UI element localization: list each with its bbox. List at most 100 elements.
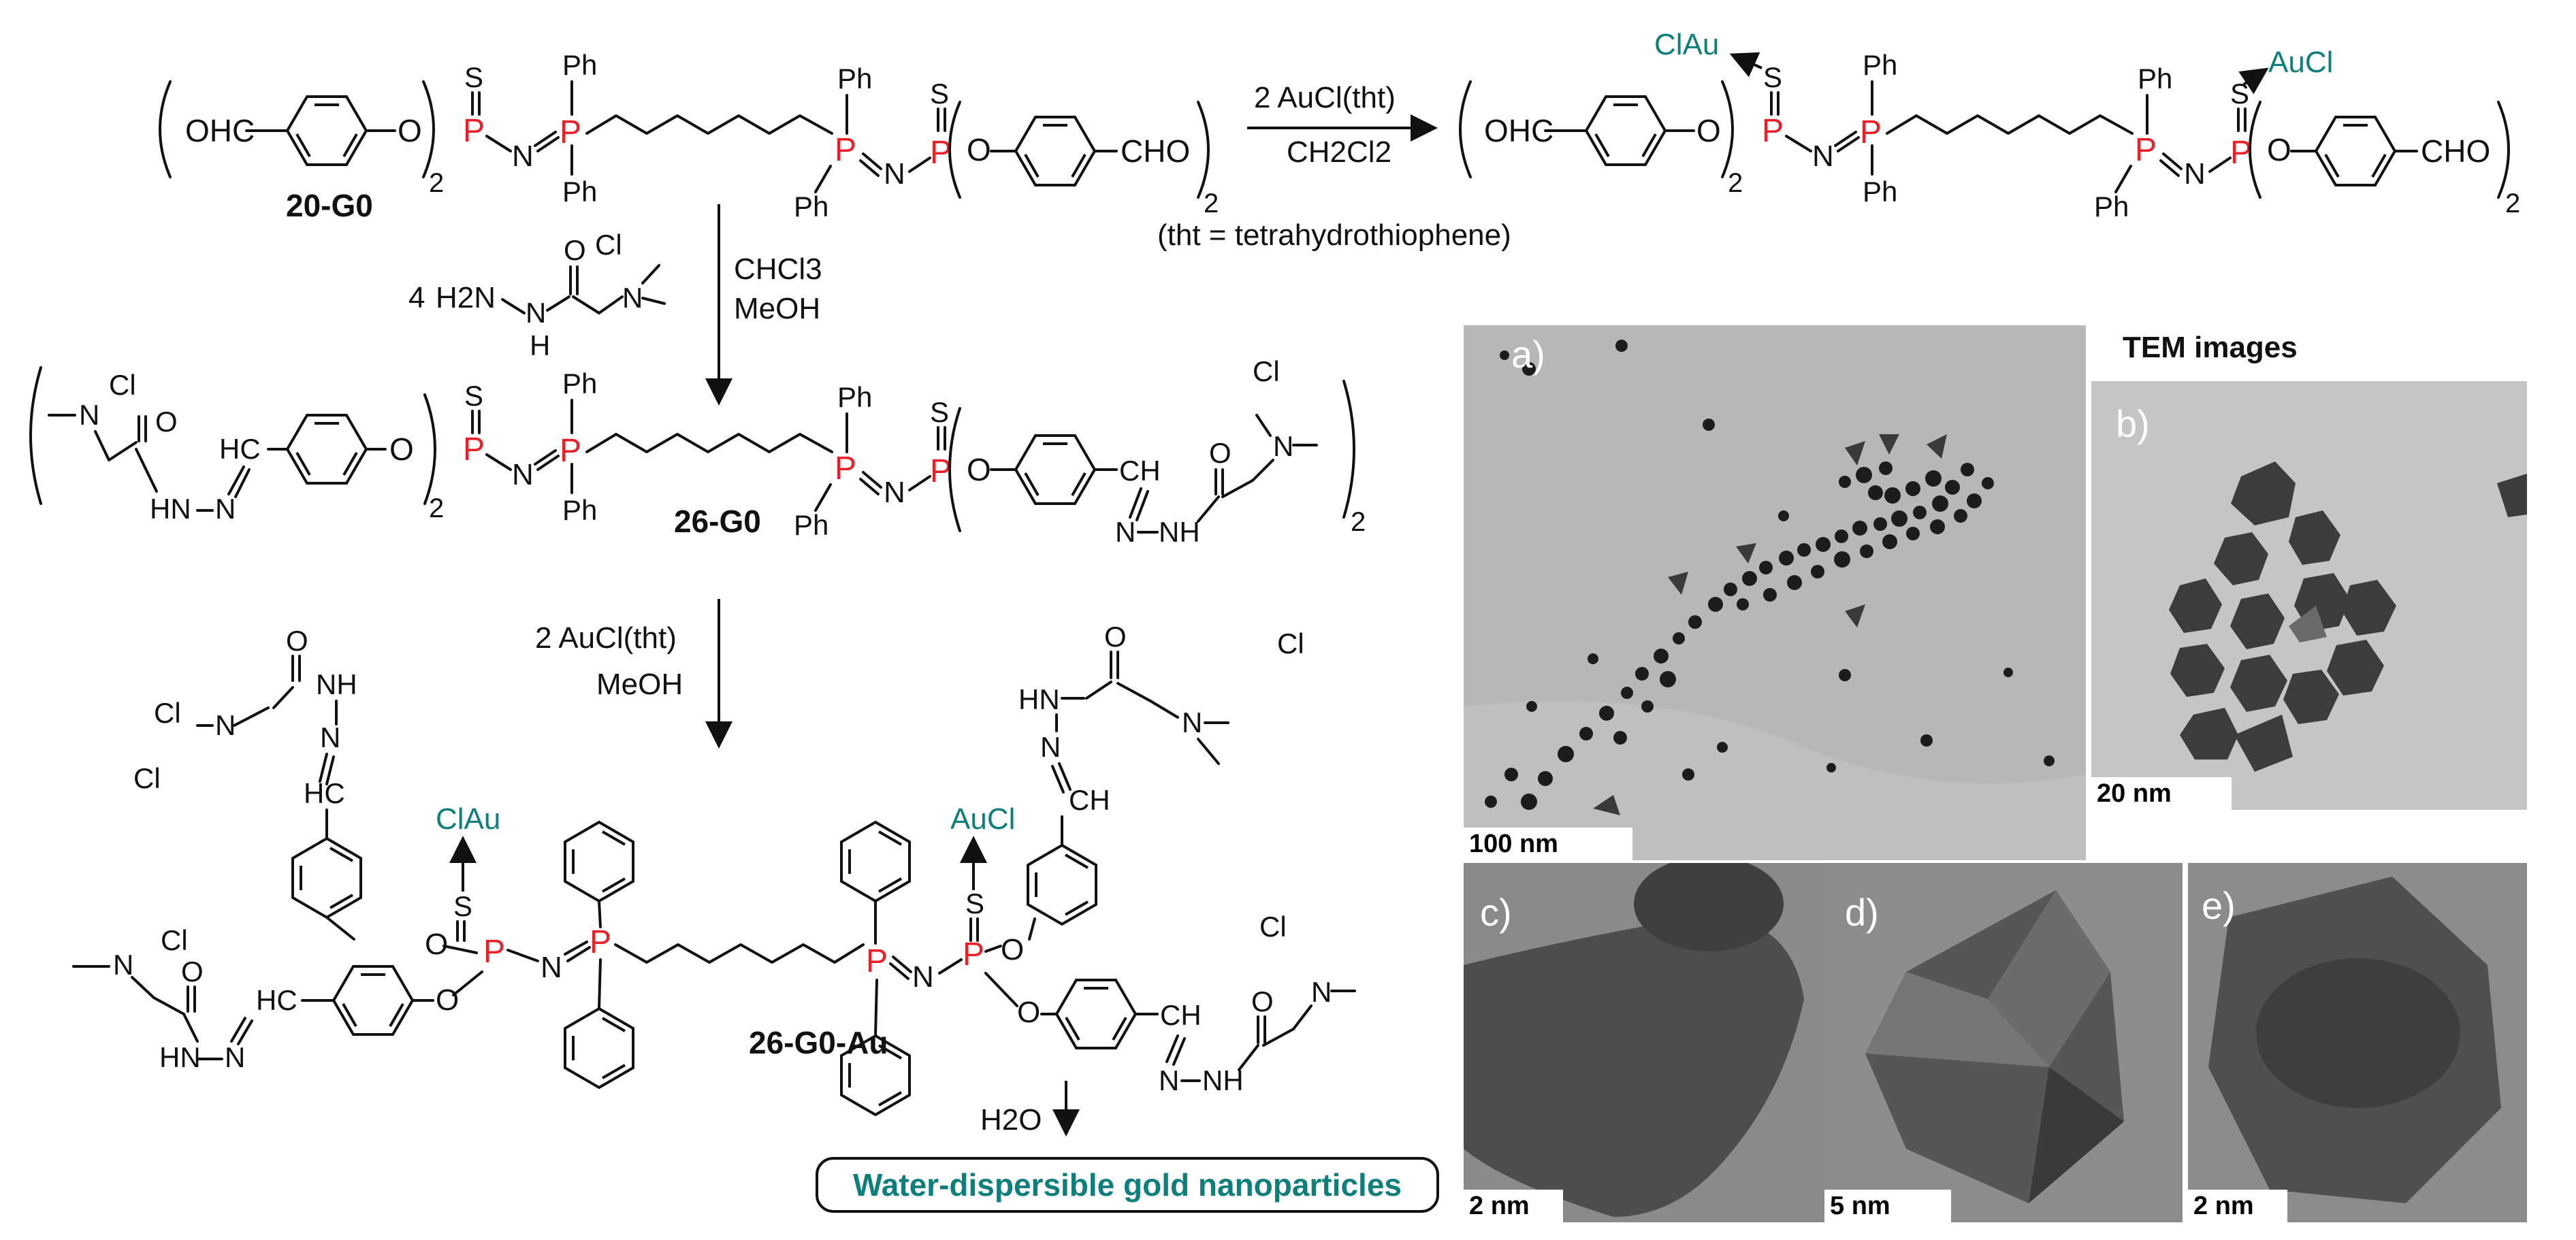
step1-solvent2: MeOH — [734, 292, 820, 325]
tem-title: TEM images — [2123, 331, 2298, 364]
svg-text:P: P — [1762, 113, 1784, 149]
scale-bar-b: 20 nm — [2091, 777, 2232, 810]
svg-text:Cl: Cl — [109, 369, 136, 401]
svg-text:HN: HN — [1018, 683, 1060, 715]
svg-text:O: O — [967, 452, 991, 487]
svg-text:CHO: CHO — [2421, 133, 2490, 169]
nanoparticle-cluster-a — [1464, 325, 2086, 860]
svg-text:P: P — [560, 114, 581, 150]
phosphorus-atom: P — [463, 113, 485, 149]
step1-solvent1: CHCl3 — [734, 252, 822, 286]
svg-text:P: P — [2135, 132, 2157, 168]
svg-text:H2N: H2N — [436, 281, 496, 314]
svg-text:Cl: Cl — [154, 697, 181, 729]
svg-text:P: P — [930, 135, 952, 171]
svg-text:ClAu: ClAu — [436, 802, 500, 836]
tem-panel-d: d) 5 nm — [1824, 863, 2183, 1222]
aucl-label: AuCl — [2268, 46, 2333, 79]
svg-text:P: P — [590, 924, 611, 960]
panel-label-c: c) — [1480, 891, 1512, 934]
svg-text:O: O — [564, 234, 586, 266]
svg-text:N: N — [1311, 976, 1332, 1008]
compound-20-G0: OHC O 2 P S N P Ph Ph P Ph Ph N P S O CH… — [159, 49, 1219, 223]
step2-reagent: 2 AuCl(tht) — [535, 621, 677, 655]
svg-text:N: N — [1273, 430, 1293, 462]
svg-text:N: N — [512, 140, 534, 173]
svg-text:P: P — [483, 934, 505, 970]
svg-text:O: O — [436, 983, 459, 1017]
svg-text:S: S — [965, 887, 984, 919]
svg-text:O: O — [389, 431, 414, 467]
svg-text:S: S — [930, 396, 949, 428]
compound-20-G0-gold: OHC O 2 P S ClAu N P Ph Ph P Ph Ph N P S… — [1459, 28, 2520, 223]
compound-26-G0: Cl N O HN N HC O 2 P S N P Ph Ph P Ph Ph — [29, 355, 1366, 548]
svg-text:CH: CH — [1119, 455, 1161, 487]
nanoparticle-e — [2188, 863, 2527, 1222]
girard-reagent: 4 H2N N H O N Cl — [408, 229, 666, 361]
svg-text:N: N — [884, 476, 905, 509]
svg-text:N: N — [113, 949, 133, 981]
svg-text:N: N — [1159, 1064, 1179, 1096]
nanoparticle-cluster-b — [2091, 381, 2527, 810]
svg-text:4: 4 — [408, 281, 425, 314]
svg-text:N: N — [79, 399, 99, 431]
tem-panel-b: b) 20 nm — [2091, 381, 2527, 810]
panel-label-e: e) — [2202, 884, 2236, 927]
svg-text:Cl: Cl — [1253, 355, 1280, 387]
svg-text:NH: NH — [1202, 1064, 1244, 1096]
svg-text:N: N — [225, 1041, 245, 1073]
svg-text:P: P — [560, 433, 581, 469]
svg-text:Ph: Ph — [2138, 63, 2172, 95]
compound-label-20-G0: 20-G0 — [286, 188, 373, 223]
svg-text:O: O — [1001, 933, 1024, 966]
svg-text:P: P — [835, 132, 856, 168]
svg-text:N: N — [1812, 140, 1834, 173]
svg-text:HC: HC — [304, 777, 345, 809]
svg-text:Cl: Cl — [1259, 911, 1287, 943]
svg-text:P: P — [866, 943, 888, 979]
svg-text:S: S — [464, 61, 483, 93]
svg-text:P: P — [2230, 135, 2252, 171]
svg-text:2: 2 — [1728, 168, 1743, 198]
svg-text:Ph: Ph — [562, 176, 597, 208]
svg-text:O: O — [2267, 132, 2291, 167]
svg-text:Ph: Ph — [562, 49, 597, 81]
svg-text:S: S — [453, 890, 472, 922]
svg-text:HN: HN — [159, 1041, 201, 1073]
top-reagent: 2 AuCl(tht) — [1254, 81, 1396, 114]
svg-text:S: S — [464, 380, 483, 412]
svg-text:Cl: Cl — [161, 924, 188, 956]
scale-bar-e: 2 nm — [2188, 1190, 2287, 1222]
svg-text:Ph: Ph — [2094, 191, 2129, 223]
panel-label-d: d) — [1845, 891, 1879, 934]
result-box: Water-dispersible gold nanoparticles — [816, 1157, 1439, 1213]
svg-text:N: N — [526, 297, 546, 329]
svg-text:AuCl: AuCl — [950, 802, 1015, 836]
scale-bar-d: 5 nm — [1824, 1190, 1951, 1222]
svg-text:H: H — [530, 329, 550, 361]
svg-text:NH: NH — [1159, 516, 1200, 548]
svg-text:N: N — [622, 282, 643, 314]
svg-text:NH: NH — [316, 668, 357, 700]
tht-note: (tht = tetrahydrothiophene) — [1157, 218, 1511, 252]
ohc-group: OHC — [185, 113, 255, 148]
svg-text:O: O — [1251, 985, 1274, 1017]
svg-text:Cl: Cl — [595, 229, 622, 261]
svg-text:N: N — [884, 157, 905, 191]
nanoparticle-c — [1464, 863, 1834, 1222]
svg-text:O: O — [155, 406, 178, 438]
nanoparticle-d — [1824, 863, 2183, 1222]
svg-text:Ph: Ph — [1863, 49, 1897, 81]
clau-label: ClAu — [1654, 28, 1719, 61]
svg-text:Ph: Ph — [837, 63, 872, 95]
svg-text:O: O — [1104, 621, 1127, 653]
compound-label-26-G0: 26-G0 — [674, 504, 761, 539]
svg-text:Ph: Ph — [794, 191, 828, 223]
svg-text:2: 2 — [2505, 189, 2520, 218]
svg-text:O: O — [181, 956, 204, 988]
svg-text:2: 2 — [1351, 507, 1366, 537]
svg-text:O: O — [1209, 437, 1231, 469]
svg-text:O: O — [1696, 113, 1721, 148]
svg-text:HC: HC — [219, 433, 261, 465]
